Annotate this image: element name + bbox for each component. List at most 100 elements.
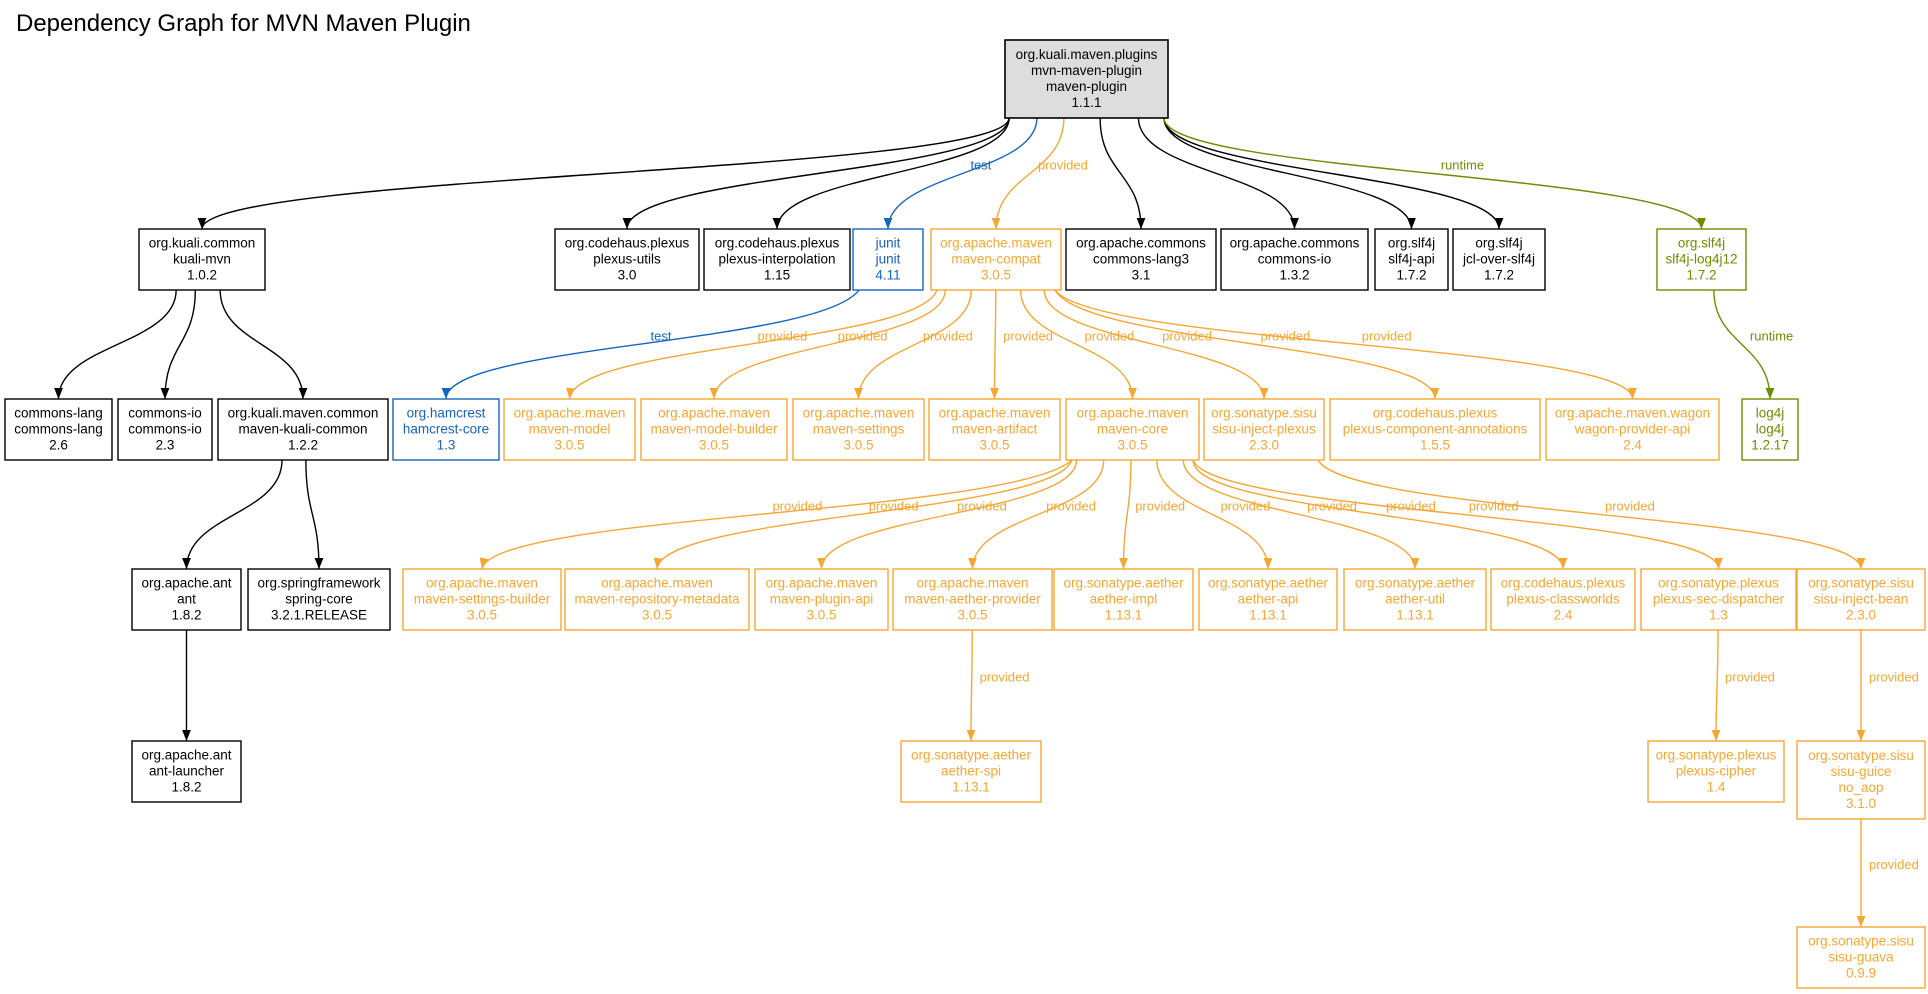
node-box <box>928 398 1061 461</box>
node-label-line: 2.4 <box>1623 438 1642 453</box>
node-label-line: maven-aether-provider <box>904 592 1041 607</box>
node-box <box>792 398 925 461</box>
node-box <box>852 228 924 291</box>
nodes-layer: org.kuali.maven.pluginsmvn-maven-pluginm… <box>4 39 1926 989</box>
node-label-line: kuali-mvn <box>173 252 231 267</box>
node-box <box>117 398 213 461</box>
node-label-line: 1.7.2 <box>1396 268 1426 283</box>
edge-root-to-kuali-mvn <box>197 117 1010 230</box>
node-label-line: aether-api <box>1238 592 1299 607</box>
node-box <box>1220 228 1369 291</box>
node-label-line: 3.0.5 <box>642 608 672 623</box>
edge-label: provided <box>957 499 1007 514</box>
node-label-line: commons-lang <box>14 406 103 421</box>
node-label-line: org.sonatype.aether <box>1355 576 1476 591</box>
edge-plexus-sec-dispatcher-to-plexus-cipher <box>1711 629 1721 742</box>
node-label-line: org.apache.maven <box>658 406 770 421</box>
node-label-line: org.codehaus.plexus <box>715 236 840 251</box>
node-box <box>1203 398 1325 461</box>
edge-maven-compat-to-maven-model <box>566 289 938 400</box>
node-box <box>392 398 500 461</box>
node-label-line: maven-plugin <box>1046 79 1127 94</box>
node-label-line: 1.2.17 <box>1751 438 1789 453</box>
edge-slf4j-log4j12-to-log4j <box>1713 289 1775 400</box>
node-label-line: org.apache.ant <box>141 576 231 591</box>
node-label-line: org.sonatype.sisu <box>1211 406 1317 421</box>
node-wagon-provider-api: org.apache.maven.wagonwagon-provider-api… <box>1545 398 1720 461</box>
node-label-line: log4j <box>1756 422 1785 437</box>
node-box <box>1647 740 1785 803</box>
edge-root-to-commons-io-132 <box>1137 117 1299 230</box>
edge-maven-kuali-common-to-spring-core <box>305 459 324 570</box>
edge-label: provided <box>1869 670 1919 685</box>
node-label-line: ant <box>177 592 196 607</box>
node-box <box>1343 568 1487 631</box>
node-box <box>1741 398 1799 461</box>
node-label-line: maven-repository-metadata <box>574 592 740 607</box>
node-label-line: commons-io <box>1258 252 1332 267</box>
node-label-line: plexus-sec-dispatcher <box>1653 592 1785 607</box>
edge-maven-compat-to-maven-settings <box>854 289 972 400</box>
node-label-line: org.sonatype.sisu <box>1808 934 1914 949</box>
node-spring-core: org.springframeworkspring-core3.2.1.RELE… <box>247 568 391 631</box>
node-box <box>217 398 389 461</box>
node-label-line: org.apache.commons <box>1076 236 1206 251</box>
node-label-line: org.kuali.common <box>149 236 256 251</box>
node-label-line: commons-io <box>128 406 202 421</box>
node-label-line: 3.0.5 <box>981 268 1011 283</box>
node-box <box>564 568 750 631</box>
node-label-line: ant-launcher <box>149 764 225 779</box>
node-box <box>1198 568 1338 631</box>
node-label-line: aether-spi <box>941 764 1001 779</box>
edge-label: provided <box>1362 329 1412 344</box>
node-label-line: org.codehaus.plexus <box>1501 576 1626 591</box>
node-box <box>930 228 1062 291</box>
node-label-line: aether-util <box>1385 592 1445 607</box>
node-box <box>131 740 242 803</box>
node-label-line: jcl-over-slf4j <box>1462 252 1535 267</box>
node-label-line: hamcrest-core <box>403 422 489 437</box>
node-label-line: 1.3.2 <box>1279 268 1309 283</box>
edge-maven-kuali-common-to-ant <box>182 459 283 570</box>
node-label-line: org.slf4j <box>1678 236 1725 251</box>
edge-label: provided <box>1085 329 1135 344</box>
node-box <box>1329 398 1541 461</box>
node-label-line: org.kuali.maven.plugins <box>1016 47 1158 62</box>
node-label-line: spring-core <box>285 592 353 607</box>
node-label-line: maven-artifact <box>952 422 1038 437</box>
edge-label: provided <box>1869 857 1919 872</box>
node-box <box>1374 228 1449 291</box>
node-label-line: org.sonatype.aether <box>1208 576 1329 591</box>
edge-label: provided <box>758 329 808 344</box>
edge-maven-core-to-maven-aether-provider <box>968 459 1105 570</box>
edge-label: provided <box>1605 499 1655 514</box>
node-label-line: org.apache.maven <box>1077 406 1189 421</box>
edge-root-to-slf4j-log4j12 <box>1163 117 1706 230</box>
node-label-line: org.apache.maven <box>803 406 915 421</box>
node-label-line: 2.4 <box>1554 608 1573 623</box>
node-box <box>402 568 562 631</box>
edge-root-to-slf4j-api <box>1163 117 1416 230</box>
edge-root-to-junit <box>883 117 1038 230</box>
node-label-line: 1.15 <box>764 268 790 283</box>
node-label-line: plexus-interpolation <box>718 252 835 267</box>
node-label-line: 1.13.1 <box>1249 608 1287 623</box>
edge-label: test <box>651 329 672 344</box>
edge-label: runtime <box>1441 158 1484 173</box>
node-label-line: org.apache.maven <box>940 236 1052 251</box>
node-label-line: maven-core <box>1097 422 1168 437</box>
node-label-line: slf4j-api <box>1388 252 1435 267</box>
node-label-line: 3.0.5 <box>467 608 497 623</box>
node-box <box>640 398 788 461</box>
node-label-line: 1.5.5 <box>1420 438 1450 453</box>
node-box <box>1490 568 1636 631</box>
node-label-line: org.apache.maven <box>766 576 878 591</box>
